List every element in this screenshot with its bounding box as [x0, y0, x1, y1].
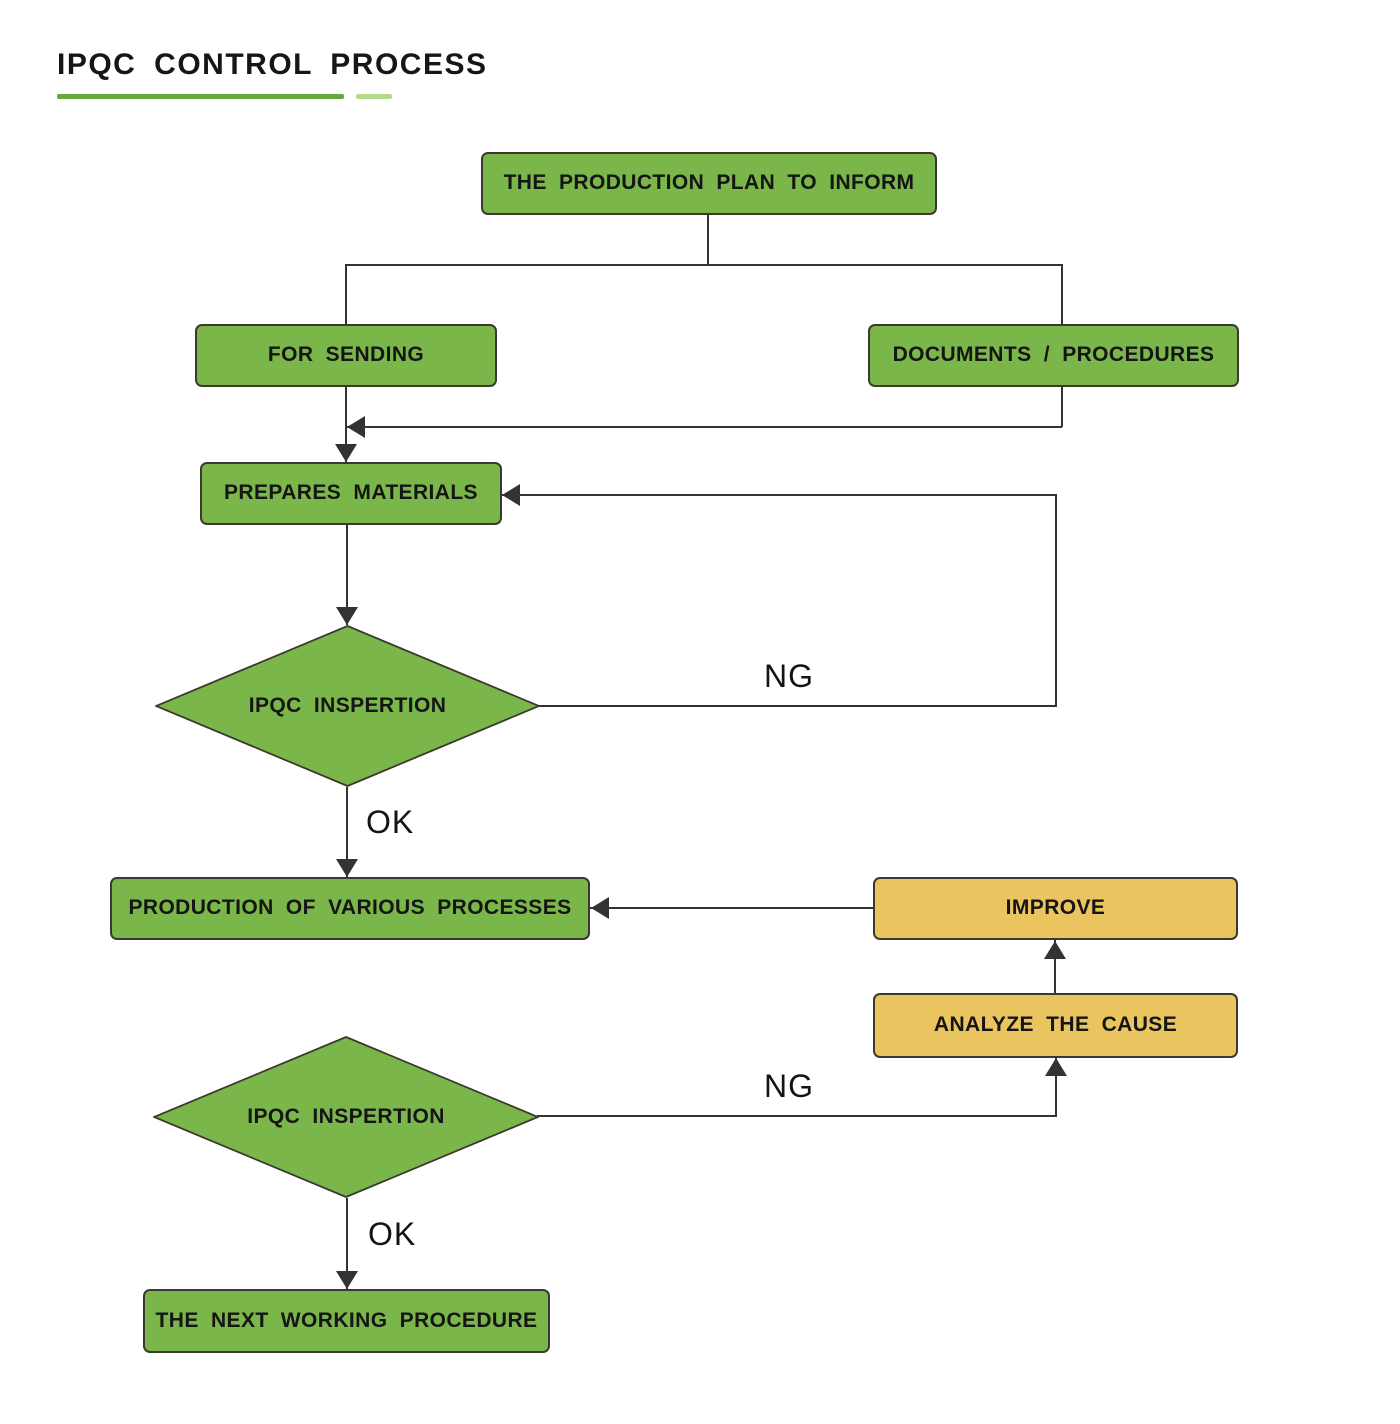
page-title: IPQC CONTROL PROCESS: [57, 48, 488, 81]
arrowhead-into-improve: [1044, 941, 1066, 959]
node-next-working-procedure: THE NEXT WORKING PROCEDURE: [143, 1289, 550, 1353]
connector-branch-right-down: [1061, 264, 1063, 325]
arrowhead-into-prepares-top: [335, 444, 357, 462]
arrowhead-into-next: [336, 1271, 358, 1289]
connector-ng1-left: [502, 494, 1057, 496]
connector-branch-horizontal: [345, 264, 1063, 266]
edge-label-ng-1: NG: [764, 658, 814, 694]
connector-analyze-to-improve: [1054, 940, 1056, 993]
arrowhead-documents-merge: [347, 416, 365, 438]
connector-improve-to-production: [590, 907, 873, 909]
connector-sending-to-prepares: [345, 387, 347, 462]
node-ipqc-inspection-2: IPQC INSPERTION: [153, 1036, 539, 1198]
node-improve: IMPROVE: [873, 877, 1238, 940]
title-underline-light: [356, 94, 392, 99]
connector-branch-left-down: [345, 264, 347, 325]
connector-ng2-up: [1055, 1058, 1057, 1117]
node-prepares-materials: PREPARES MATERIALS: [200, 462, 502, 525]
node-ipqc-inspection-1: IPQC INSPERTION: [155, 625, 540, 787]
arrowhead-into-inspection1: [336, 607, 358, 625]
diamond-shape-2: [153, 1036, 539, 1198]
node-analyze-the-cause: ANALYZE THE CAUSE: [873, 993, 1238, 1058]
arrowhead-into-prepares-right: [502, 484, 520, 506]
edge-label-ng-2: NG: [764, 1068, 814, 1104]
connector-inspection2-ng-right: [537, 1115, 1057, 1117]
diamond-label-2: IPQC INSPERTION: [247, 1105, 445, 1128]
arrowhead-into-production: [336, 859, 358, 877]
node-for-sending: FOR SENDING: [195, 324, 497, 387]
connector-documents-left: [346, 426, 1062, 428]
arrowhead-into-analyze: [1045, 1058, 1067, 1076]
node-production-plan-to-inform: THE PRODUCTION PLAN TO INFORM: [481, 152, 937, 215]
connector-documents-down: [1061, 387, 1063, 427]
connector-inspection1-ok-down: [346, 787, 348, 877]
connector-prepares-to-inspection1: [346, 525, 348, 625]
edge-label-ok-2: OK: [368, 1216, 417, 1252]
connector-inspection1-ng-right: [538, 705, 1057, 707]
title-underline-dark: [57, 94, 344, 99]
node-documents-procedures: DOCUMENTS / PROCEDURES: [868, 324, 1239, 387]
arrowhead-into-production-right: [591, 897, 609, 919]
connector-inform-down: [707, 215, 709, 266]
connector-inspection2-ok-down: [346, 1198, 348, 1289]
connector-ng1-up: [1055, 495, 1057, 707]
diamond-label-1: IPQC INSPERTION: [248, 694, 447, 717]
node-production-of-various-processes: PRODUCTION OF VARIOUS PROCESSES: [110, 877, 590, 940]
edge-label-ok-1: OK: [366, 804, 415, 840]
diamond-shape-1: [155, 625, 540, 787]
